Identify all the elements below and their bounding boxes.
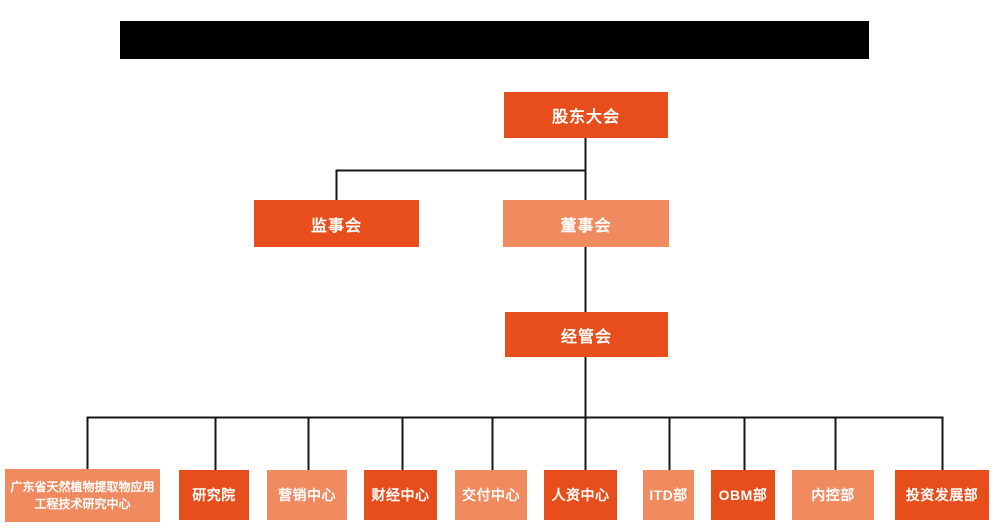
node-label: 内控部 bbox=[811, 487, 855, 503]
node-label: 投资发展部 bbox=[905, 487, 979, 503]
org-node-dept-marketing: 营销中心 bbox=[267, 470, 347, 520]
org-node-dept-research-center: 广东省天然植物提取物应用工程技术研究中心 bbox=[5, 469, 160, 522]
org-node-dept-investment: 投资发展部 bbox=[895, 470, 989, 520]
org-node-board-of-directors: 董事会 bbox=[503, 200, 669, 247]
org-node-dept-institute: 研究院 bbox=[179, 470, 249, 520]
node-label: 研究院 bbox=[192, 487, 236, 503]
org-node-dept-hr: 人资中心 bbox=[544, 470, 617, 520]
node-label: 广东省天然植物提取物应用工程技术研究中心 bbox=[10, 480, 155, 511]
node-label: 监事会 bbox=[310, 217, 362, 235]
node-label: ITD部 bbox=[649, 487, 688, 503]
org-node-dept-delivery: 交付中心 bbox=[455, 470, 527, 520]
org-node-dept-obm: OBM部 bbox=[711, 470, 775, 520]
org-node-supervisory-board: 监事会 bbox=[254, 200, 419, 247]
org-node-dept-itd: ITD部 bbox=[643, 470, 694, 520]
node-label: 人资中心 bbox=[551, 487, 610, 503]
node-label: 董事会 bbox=[560, 217, 612, 235]
org-node-management-committee: 经管会 bbox=[505, 312, 668, 357]
org-node-dept-finance: 财经中心 bbox=[364, 470, 437, 520]
org-node-dept-internal-control: 内控部 bbox=[792, 470, 874, 520]
org-node-shareholders-meeting: 股东大会 bbox=[504, 92, 668, 138]
node-label: 股东大会 bbox=[551, 109, 620, 126]
redacted-title-bar bbox=[120, 21, 869, 59]
node-label: 交付中心 bbox=[462, 487, 520, 503]
node-label: 财经中心 bbox=[371, 487, 430, 503]
node-label: 经管会 bbox=[560, 328, 612, 346]
node-label: OBM部 bbox=[718, 487, 768, 503]
node-label: 营销中心 bbox=[278, 487, 336, 503]
